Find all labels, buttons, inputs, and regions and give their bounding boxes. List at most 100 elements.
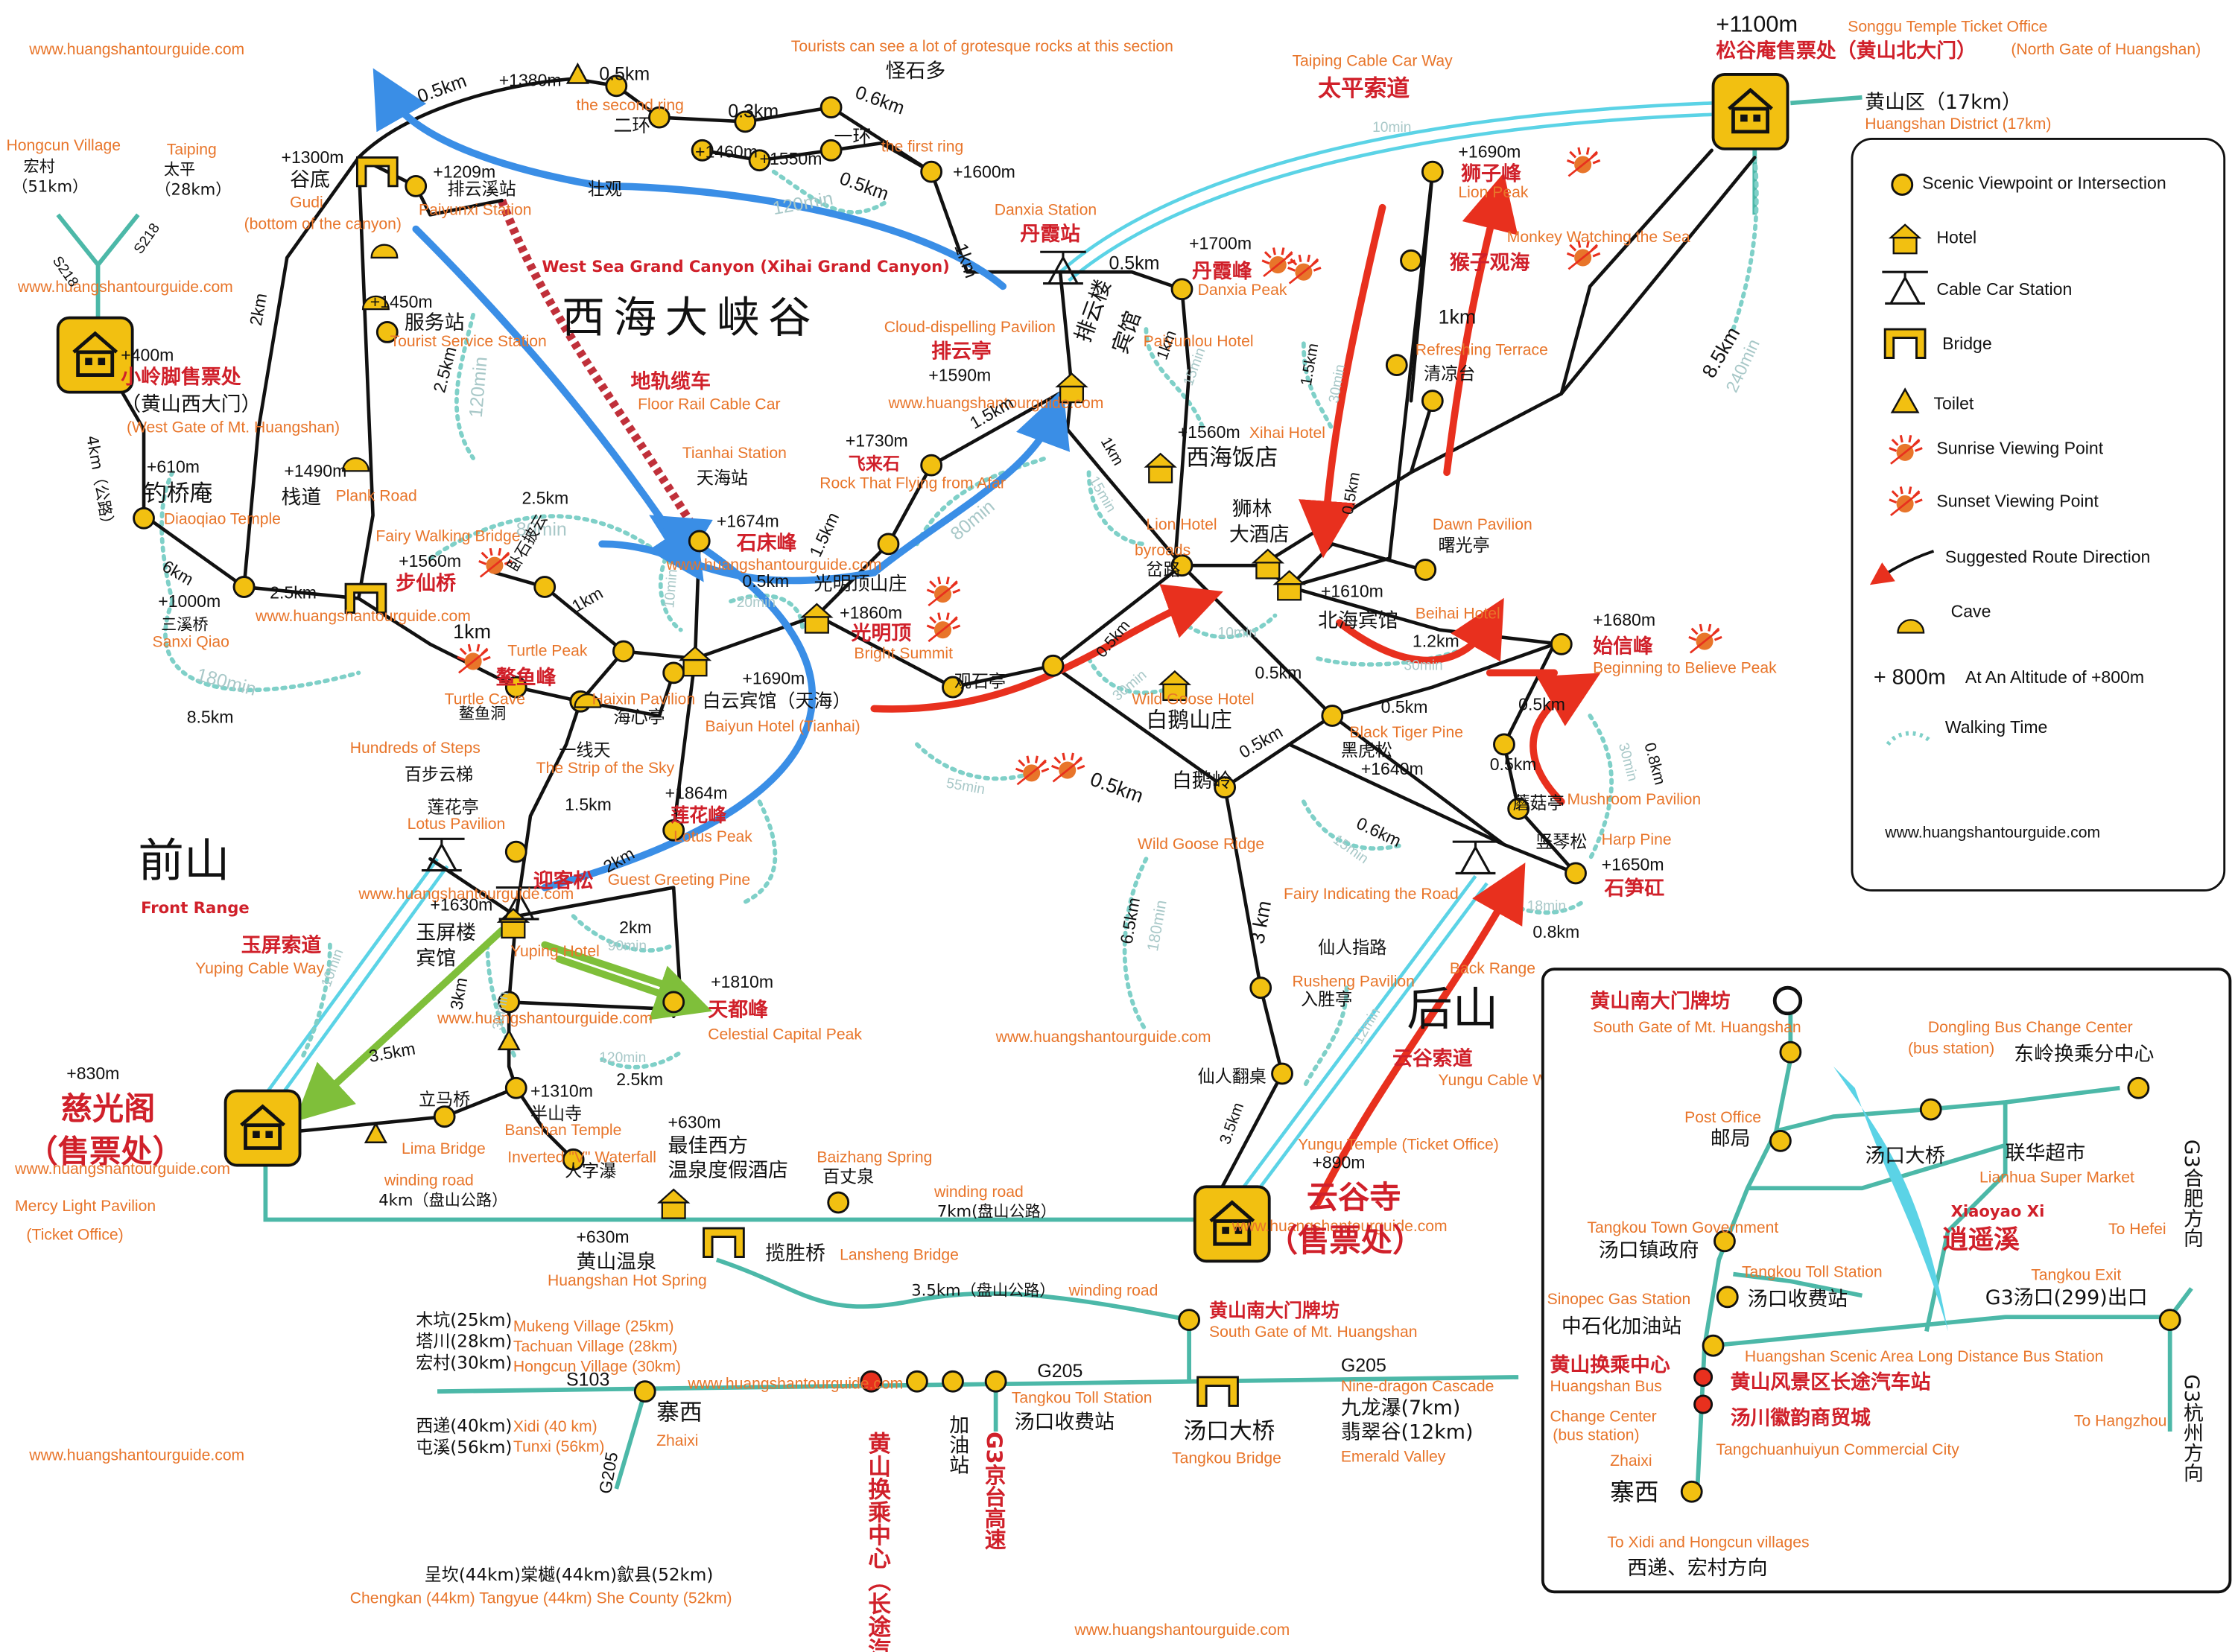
map-label-times-t30e: 30min: [1615, 741, 1640, 783]
map-label-places-yuping_cn1: 玉屏楼: [416, 921, 476, 944]
map-label-places-tiandu_en: Celestial Capital Peak: [708, 1026, 862, 1043]
map-label-places-houshan_en: Back Range: [1450, 960, 1535, 977]
map-label-places-hsdistrict_en: Huangshan District (17km): [1865, 115, 2051, 133]
map-label-places-lansheng_cn: 揽胜桥: [765, 1242, 825, 1265]
cave-icon: [342, 457, 370, 472]
map-label-places-gudi_cn: 谷底: [290, 168, 330, 191]
map-label-places-tangkou_toll_cn: 汤口收费站: [1015, 1411, 1115, 1434]
map-label-distances-d15d: 1.5km: [1298, 342, 1322, 387]
map-label-places-banshan_alt: +1310m: [530, 1081, 593, 1100]
map-label-places-winding_en: winding road: [384, 1172, 474, 1189]
map-label-places-songgu_en2: (North Gate of Huangshan): [2011, 41, 2201, 58]
road-s103: [437, 1375, 1519, 1394]
songgu-hotel-icon: [1714, 74, 1788, 149]
map-label-times-t15c: 15min: [1330, 832, 1371, 867]
route-green-1: [294, 927, 506, 1122]
map-label-times-t10a: 10min: [662, 568, 680, 609]
map-label-places-tangkou_bridge_en: Tangkou Bridge: [1172, 1449, 1281, 1467]
map-label-places-feicui_cn: 翡翠谷(12km): [1341, 1421, 1474, 1444]
map-label-places-qianshan_en: Front Range: [141, 898, 250, 917]
map-label-places-s218: S218: [131, 220, 163, 257]
map-label-urls-site: www.huangshantourguide.com: [1074, 1621, 1290, 1639]
map-label-places-paiyunting_cn: 排云亭: [931, 340, 992, 363]
map-label-places-winding_en: winding road: [933, 1184, 1024, 1201]
legend-cave: Cave: [1951, 601, 1991, 620]
map-label-distances-d3b: 3 km: [1246, 899, 1275, 946]
sunrise-icon: [1565, 146, 1602, 177]
map-label-places-turtle_peak_en: Turtle Peak: [507, 642, 588, 659]
route-blue-3: [372, 68, 1007, 290]
map-label-distances-d05g: 0.5km: [1255, 663, 1302, 682]
map-label-distances-d25b: 2.5km: [270, 582, 317, 602]
map-label-inset-to_xidi_cn: 西递、宏村方向: [1627, 1557, 1767, 1580]
map-label-places-guaishi_en: Tourists can see a lot of grotesque rock…: [791, 38, 1173, 55]
inset-map: 黄山南大门牌坊 South Gate of Mt. Huangshan Dong…: [1541, 968, 2232, 1594]
map-label-places-guaishi_cn: 怪石多: [886, 60, 946, 83]
map-label-places-tiandu_alt: +1810m: [711, 972, 773, 991]
map-label-places-cigang_en1: Mercy Light Pavilion: [15, 1198, 156, 1215]
map-label-places-aoyu_cn: 鳌鱼峰: [496, 667, 557, 690]
map-label-places-buxian_en: Fairy Walking Bridge: [375, 528, 520, 545]
map-label-times-t80a: 80min: [516, 519, 567, 540]
map-label-times-t30b: 30min: [1404, 658, 1442, 674]
map-label-places-hongcun_cn: 宏村: [24, 157, 55, 176]
map-label-places-first_ring_en: the first ring: [881, 139, 963, 156]
map-label-inset-gas_en: Sinopec Gas Station: [1547, 1291, 1691, 1308]
map-label-places-beihai_en: Beihai Hotel: [1416, 605, 1500, 622]
legend-walking: Walking Time: [1945, 717, 2047, 737]
map-label-places-byroads_en: byroads: [1135, 542, 1191, 559]
bridge-icon: [355, 156, 399, 188]
inset-box: [1541, 968, 2232, 1594]
map-label-places-taiping_cn: 太平: [164, 159, 195, 178]
map-label-places-banshan_cn: 半山寺: [530, 1105, 582, 1124]
sunset-icon: [456, 643, 492, 674]
toilet-icons: [364, 62, 589, 1144]
map-label-places-baiyun_alt: +1690m: [742, 669, 805, 688]
map-label-distances-d05c: 0.5km: [837, 168, 891, 205]
map-label-inset-longdist_cn: 黄山风景区长途汽车站: [1731, 1370, 1931, 1394]
map-label-inset-zhaixi_en: Zhaixi: [1610, 1452, 1652, 1470]
map-label-inset-south_gate_en: South Gate of Mt. Huangshan: [1593, 1019, 1801, 1036]
map-label-places-baie_cn: 白鹅山庄: [1146, 707, 1231, 732]
map-label-places-mogu_cn: 蘑菇亭: [1512, 794, 1564, 813]
map-label-places-g205: G205: [1037, 1361, 1082, 1382]
map-label-distances-d06b: 0.6km: [1354, 813, 1404, 851]
map-label-inset-zhaixi_cn: 寨西: [1610, 1478, 1658, 1506]
map-label-urls-site: www.huangshantourguide.com: [687, 1375, 903, 1392]
legend-toilet: Toilet: [1934, 394, 1974, 413]
map-label-inset-xiaoyao_cn: 逍遥溪: [1942, 1225, 2020, 1255]
map-label-distances-d25a: 2.5km: [429, 344, 460, 394]
map-label-urls-site: www.huangshantourguide.com: [437, 1010, 653, 1027]
map-label-distances-d35b: 3.5km: [1217, 1100, 1247, 1146]
map-label-places-hongcun_km: （51km）: [12, 177, 88, 196]
map-label-places-alt1600: +1600m: [953, 162, 1015, 181]
map-label-places-paiyunxi_cn: 排云溪站: [447, 180, 516, 199]
map-label-places-paiyunlou_en: Paiyunlou Hotel: [1144, 333, 1254, 350]
hotel-icon: [658, 1189, 689, 1219]
map-label-places-yuping_cn2: 宾馆: [416, 947, 456, 970]
map-label-places-alt1380: +1380m: [499, 70, 562, 89]
map-label-distances-d05l: 0.5km: [1490, 754, 1537, 774]
cave-icon: [370, 244, 399, 259]
map-label-places-yihuan_cn: 一环: [834, 126, 871, 147]
map-label-places-houshan_cn: 后山: [1407, 982, 1498, 1036]
map-label-inset-longdist_en: Huangshan Scenic Area Long Distance Bus …: [1745, 1348, 2104, 1365]
map-label-places-zhandao_cn: 栈道: [282, 486, 322, 509]
map-label-places-mogu_en: Mushroom Pavilion: [1567, 791, 1702, 808]
map-label-places-lansheng_en: Lansheng Bridge: [840, 1246, 959, 1263]
map-label-places-cigang_alt: +830m: [66, 1064, 119, 1083]
map-label-places-alt1460: +1460m: [695, 142, 758, 161]
map-label-places-paiyunlou_cn1: 排云楼: [1070, 276, 1116, 346]
map-label-distances-d05e: 0.5km: [742, 571, 789, 591]
map-label-places-yungu_temple_en: Yungu Temple (Ticket Office): [1298, 1136, 1499, 1153]
map-label-places-zhuangguan_cn: 壮观: [588, 180, 622, 199]
sunrise-icon: [1050, 752, 1086, 783]
map-label-inset-tangkou_bridge_cn: 汤口大桥: [1865, 1145, 1945, 1168]
map-label-distances-d05f: 0.5km: [1339, 471, 1363, 516]
map-label-places-south_gate_cn: 黄山南大门牌坊: [1209, 1300, 1340, 1321]
map-label-places-shuqin_cn: 竖琴松: [1535, 833, 1587, 852]
map-label-places-danxia_peak_alt: +1700m: [1189, 233, 1252, 252]
map-label-distances-d05b: 0.5km: [599, 64, 650, 85]
map-label-places-tunxi_en: Tunxi (56km): [513, 1438, 604, 1455]
map-label-places-yingke_cn: 迎客松: [533, 869, 594, 893]
